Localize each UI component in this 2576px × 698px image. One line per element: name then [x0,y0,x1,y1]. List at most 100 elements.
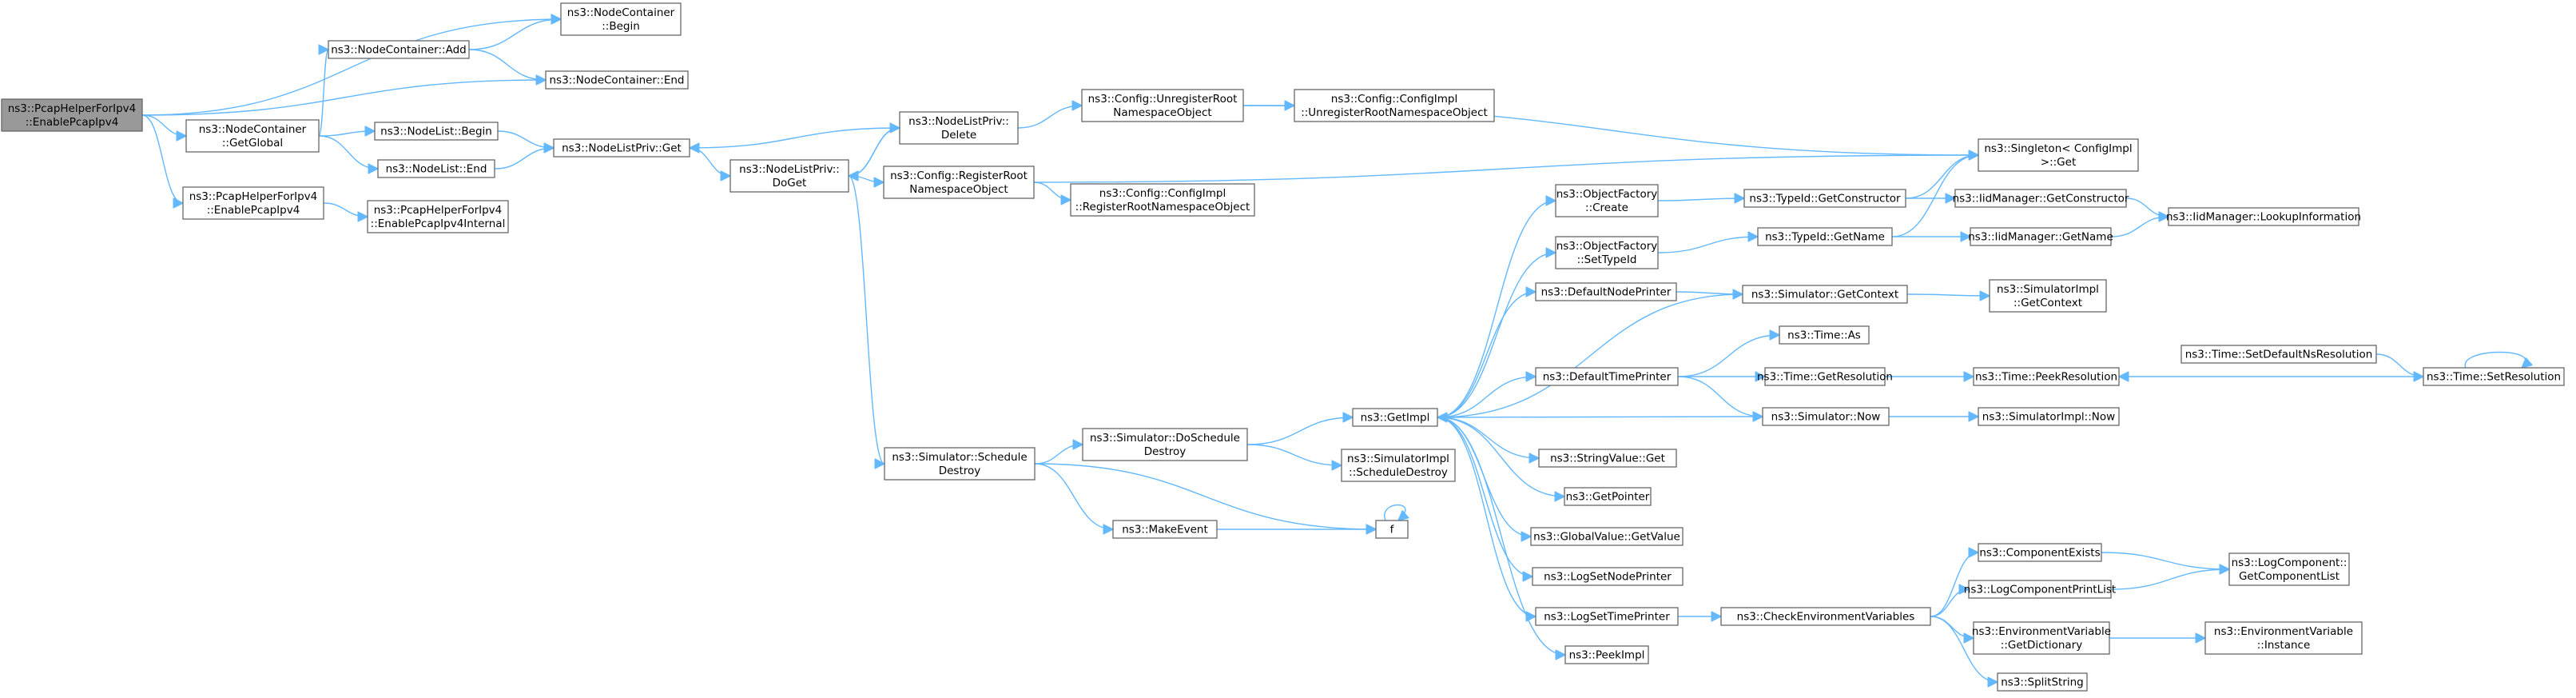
node-time-setdefns[interactable]: ns3::Time::SetDefaultNsResolution [2180,345,2377,364]
node-box[interactable] [1973,367,2120,386]
node-box[interactable] [545,70,689,90]
node-box[interactable] [883,166,1035,199]
node-box[interactable] [1989,279,2107,313]
node-time-getres[interactable]: ns3::Time::GetResolution [1757,367,1893,386]
node-cfg-unreg[interactable]: ns3::Config::UnregisterRootNamespaceObje… [1081,89,1244,122]
node-time-as[interactable]: ns3::Time::As [1779,325,1870,345]
node-box[interactable] [1564,487,1652,506]
node-box[interactable] [1555,184,1659,217]
node-phi-enable[interactable]: ns3::PcapHelperForIpv4::EnablePcapIpv4 [182,186,324,220]
node-iid-getname[interactable]: ns3::IidManager::GetName [1968,227,2113,246]
node-box[interactable] [1538,449,1677,468]
node-box[interactable] [1535,367,1679,386]
node-sim-sched[interactable]: ns3::Simulator::ScheduleDestroy [884,447,1036,481]
node-box[interactable] [1764,367,1886,386]
node-root[interactable]: ns3::PcapHelperForIpv4::EnablePcapIpv4 [1,98,143,132]
node-box[interactable] [729,159,849,193]
node-box[interactable] [1535,282,1677,301]
node-box[interactable] [1352,408,1438,427]
node-deftimeprinter[interactable]: ns3::DefaultTimePrinter [1535,367,1679,386]
node-nl-end[interactable]: ns3::NodeList::End [377,159,495,178]
node-box[interactable] [2423,367,2565,386]
node-box[interactable] [1081,89,1244,122]
node-cfgimpl-reg[interactable]: ns3::Config::ConfigImpl::RegisterRootNam… [1070,183,1255,217]
node-cfg-reg[interactable]: ns3::Config::RegisterRootNamespaceObject [883,166,1035,199]
node-box[interactable] [560,2,682,36]
node-stringvalue-get[interactable]: ns3::StringValue::Get [1538,449,1677,468]
node-box[interactable] [1294,89,1495,122]
node-makeevent[interactable]: ns3::MakeEvent [1112,520,1218,539]
node-of-settypeid[interactable]: ns3::ObjectFactory::SetTypeId [1555,236,1659,269]
node-box[interactable] [2180,345,2377,364]
node-iid-lookup[interactable]: ns3::IidManager::LookupInformation [2166,207,2361,226]
node-phi-internal[interactable]: ns3::PcapHelperForIpv4::EnablePcapIpv4In… [367,200,509,233]
node-box[interactable] [1757,227,1893,246]
node-nlp-delete[interactable]: ns3::NodeListPriv::Delete [899,111,1019,145]
node-nl-begin[interactable]: ns3::NodeList::Begin [374,122,499,141]
node-box[interactable] [1341,449,1456,482]
node-cfgimpl-unreg[interactable]: ns3::Config::ConfigImpl::UnregisterRootN… [1294,89,1495,122]
node-box[interactable] [185,119,320,153]
node-box[interactable] [884,447,1036,481]
node-f[interactable]: f [1375,520,1409,539]
node-singleton[interactable]: ns3::Singleton< ConfigImpl >::Get [1978,138,2139,172]
node-box[interactable] [182,186,324,220]
node-time-setres[interactable]: ns3::Time::SetResolution [2423,367,2565,386]
node-compexists[interactable]: ns3::ComponentExists [1978,543,2102,562]
node-box[interactable] [1762,407,1890,426]
node-box[interactable] [328,40,470,59]
node-box[interactable] [374,122,499,141]
node-nc-getglobal[interactable]: ns3::NodeContainer::GetGlobal [185,119,320,153]
node-envvar-instance[interactable]: ns3::EnvironmentVariable::Instance [2204,621,2363,655]
node-nlp-doget[interactable]: ns3::NodeListPriv::DoGet [729,159,849,193]
node-simimpl-getcontext[interactable]: ns3::SimulatorImpl::GetContext [1989,279,2107,313]
node-box[interactable] [1555,236,1659,269]
node-box[interactable] [377,159,495,178]
node-box[interactable] [1720,607,1931,626]
node-box[interactable] [1968,580,2112,599]
node-sim-now[interactable]: ns3::Simulator::Now [1762,407,1890,426]
node-of-create[interactable]: ns3::ObjectFactory::Create [1555,184,1659,217]
node-box[interactable] [1742,285,1908,304]
node-nc-begin[interactable]: ns3::NodeContainer::Begin [560,2,682,36]
node-splitstring[interactable]: ns3::SplitString [1997,672,2088,692]
node-logsetnode[interactable]: ns3::LogSetNodePrinter [1532,567,1684,586]
node-iid-getctor[interactable]: ns3::IidManager::GetConstructor [1953,189,2129,208]
node-box[interactable] [1375,520,1409,539]
node-box[interactable] [553,138,690,158]
node-logcomp-getlist[interactable]: ns3::LogComponent::GetComponentList [2228,552,2350,586]
node-box[interactable] [2228,552,2350,586]
node-box[interactable] [899,111,1019,145]
node-logsettime[interactable]: ns3::LogSetTimePrinter [1535,607,1679,626]
node-box[interactable] [1978,543,2102,562]
node-box[interactable] [2204,621,2363,655]
node-box[interactable] [1973,621,2110,655]
node-box[interactable] [1530,527,1684,546]
node-globalvalue[interactable]: ns3::GlobalValue::GetValue [1530,527,1684,546]
node-nc-add[interactable]: ns3::NodeContainer::Add [328,40,470,59]
node-typeid-getctor[interactable]: ns3::TypeId::GetConstructor [1743,189,1906,208]
node-box[interactable] [1978,407,2120,426]
node-box[interactable] [1070,183,1255,217]
node-box[interactable] [1970,227,2112,246]
node-checkenv[interactable]: ns3::CheckEnvironmentVariables [1720,607,1931,626]
node-envvar-getdict[interactable]: ns3::EnvironmentVariable::GetDictionary [1972,621,2111,655]
node-sim-getcontext[interactable]: ns3::Simulator::GetContext [1742,285,1908,304]
node-nlp-get[interactable]: ns3::NodeListPriv::Get [553,138,690,158]
node-box[interactable] [1779,325,1870,345]
node-box[interactable] [1082,428,1248,461]
node-box[interactable] [1997,672,2088,692]
node-simimpl-sched[interactable]: ns3::SimulatorImpl::ScheduleDestroy [1341,449,1456,482]
node-box[interactable] [367,200,509,233]
node-box[interactable] [1112,520,1218,539]
node-getimpl[interactable]: ns3::GetImpl [1352,408,1438,427]
node-box[interactable] [1535,607,1679,626]
node-typeid-getname[interactable]: ns3::TypeId::GetName [1757,227,1893,246]
node-box[interactable] [1978,138,2139,172]
node-peekimpl[interactable]: ns3::PeekImpl [1564,645,1649,664]
node-box[interactable] [1743,189,1906,208]
node-box[interactable] [1564,645,1649,664]
node-logcompprint[interactable]: ns3::LogComponentPrintList [1964,580,2116,599]
node-box[interactable] [1954,189,2127,208]
